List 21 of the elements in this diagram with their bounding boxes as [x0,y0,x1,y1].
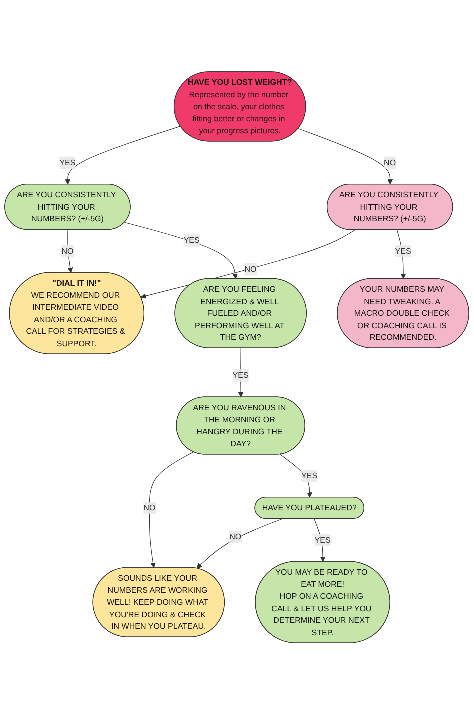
edge-label: NO [244,264,257,274]
arrow [196,518,284,569]
edge-label: YES [302,471,318,480]
edge-label: YES [184,236,200,245]
arrow [298,128,394,185]
arrow [65,126,181,185]
arrow [68,230,74,274]
edge-label: YES [314,535,331,545]
edge-label: NO [384,158,396,168]
arrow [124,222,238,280]
edge-label: YES [232,370,249,380]
edge-label: NO [62,246,74,256]
edge-label: NO [144,503,156,512]
arrow [140,230,356,299]
arrow [314,518,326,562]
arrow [238,348,244,398]
arrow [149,452,194,568]
edge-label: YES [60,158,76,168]
arrow [280,454,313,498]
edge-label: YES [395,246,412,256]
edge-label: NO [230,532,242,542]
